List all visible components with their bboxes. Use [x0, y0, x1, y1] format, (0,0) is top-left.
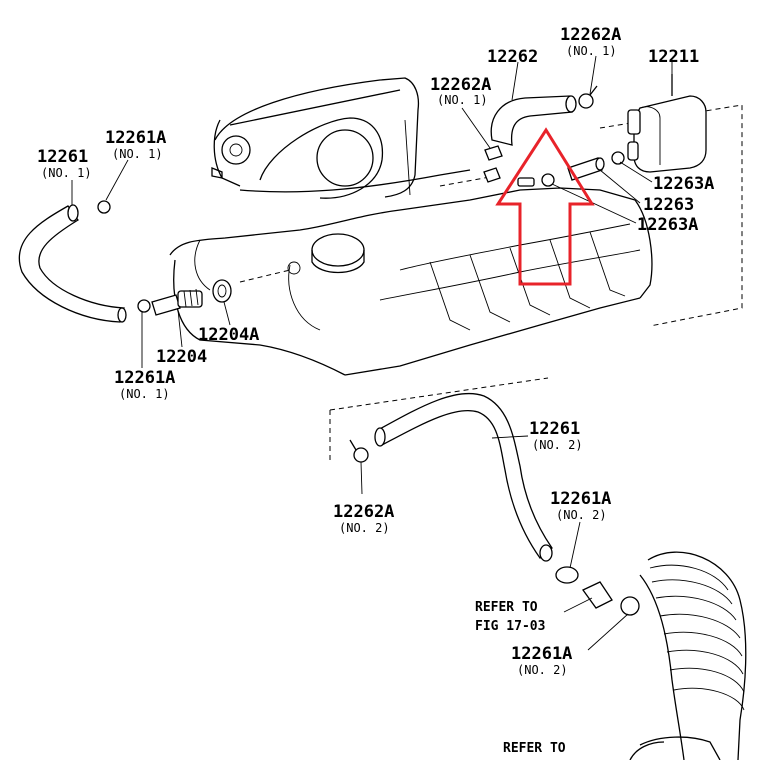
label-refer-to-2: REFER TO [503, 741, 566, 756]
label-12261-tl-sub: (NO. 1) [41, 166, 92, 180]
label-12262A-low-sub: (NO. 2) [339, 521, 390, 535]
label-fig-17-03: FIG 17-03 [475, 619, 545, 634]
hose-12261-no1[interactable] [18, 204, 127, 323]
clamp-12261A-r1[interactable] [555, 566, 579, 584]
label-12261-mid: 12261 [529, 419, 580, 439]
label-12261A-r2: 12261A [511, 644, 572, 664]
part-labels: 12262 12262A (NO. 1) 12211 12262A (NO. 1… [37, 25, 714, 756]
highlight-arrow [495, 127, 595, 286]
label-12261A-tl: 12261A [105, 128, 166, 148]
label-12261A-tl-sub: (NO. 1) [112, 147, 163, 161]
label-refer-to-1: REFER TO [475, 600, 538, 615]
clamp-12261A-bl[interactable] [137, 299, 151, 313]
label-12204: 12204 [156, 347, 207, 367]
hose-12261-no2[interactable] [374, 392, 553, 562]
label-12263: 12263 [643, 195, 694, 215]
clamp-12261A-tl[interactable] [97, 200, 111, 214]
label-12262A-left: 12262A [430, 75, 491, 95]
label-12263A-a: 12263A [653, 174, 714, 194]
label-12262: 12262 [487, 47, 538, 67]
label-12261A-r1: 12261A [550, 489, 611, 509]
grommet-12204A[interactable] [212, 279, 232, 303]
label-12211: 12211 [648, 47, 699, 67]
label-12262A-low: 12262A [333, 502, 394, 522]
label-12262A-top: 12262A [560, 25, 621, 45]
label-12261A-r1-sub: (NO. 2) [556, 508, 607, 522]
valve-12204[interactable] [151, 288, 203, 316]
clamp-12261A-r2[interactable] [620, 596, 640, 616]
label-12261-tl: 12261 [37, 147, 88, 167]
dashed-guides [239, 104, 743, 464]
label-12261A-bl-sub: (NO. 1) [119, 387, 170, 401]
clamp-12263A-a[interactable] [611, 151, 625, 165]
air-intake-tube [629, 551, 747, 760]
clamp-12262A-low[interactable] [349, 439, 369, 463]
label-12261A-r2-sub: (NO. 2) [517, 663, 568, 677]
clamp-12262A-left[interactable] [483, 145, 503, 183]
label-12262A-left-sub: (NO. 1) [437, 93, 488, 107]
part-12211-body[interactable] [627, 74, 707, 173]
pipe-joint[interactable] [582, 581, 613, 609]
label-12204A: 12204A [198, 325, 259, 345]
leader-lines [71, 55, 673, 651]
hose-12262[interactable] [490, 95, 577, 146]
label-12261A-bl: 12261A [114, 368, 175, 388]
label-12261-mid-sub: (NO. 2) [532, 438, 583, 452]
label-12263A-b: 12263A [637, 215, 698, 235]
clamp-12263A-b[interactable] [517, 173, 555, 187]
clamp-12262A-top[interactable] [578, 85, 598, 109]
label-12262A-top-sub: (NO. 1) [566, 44, 617, 58]
